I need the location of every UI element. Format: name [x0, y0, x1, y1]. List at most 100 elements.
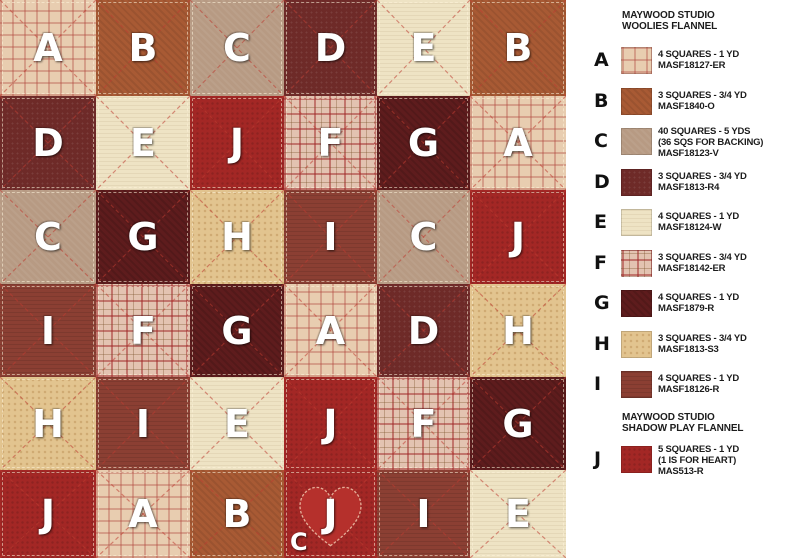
quilt-block-f: F	[96, 284, 190, 377]
legend-description-line: 4 SQUARES - 1 YD	[658, 292, 802, 303]
block-letter: D	[284, 0, 377, 96]
fabric-swatch	[621, 371, 652, 398]
quilt-block-b: B	[96, 0, 190, 96]
quilt-block-e: E	[190, 377, 284, 470]
block-letter: J	[284, 377, 377, 470]
legend-description-line: MASF18123-V	[658, 148, 802, 159]
quilt-block-h: H	[0, 377, 96, 470]
legend-heading-line: SHADOW PLAY FLANNEL	[622, 423, 743, 434]
block-letter: E	[96, 96, 190, 190]
fabric-swatch	[621, 290, 652, 317]
fabric-swatch	[621, 128, 652, 155]
fabric-swatch	[621, 47, 652, 74]
legend-row-c: C 40 SQUARES - 5 YDS(36 SQS FOR BACKING)M…	[590, 126, 802, 158]
legend-description-line: 3 SQUARES - 3/4 YD	[658, 90, 802, 101]
fabric-swatch	[621, 169, 652, 196]
quilt-block-g: G	[470, 377, 566, 470]
block-letter: F	[377, 377, 470, 470]
legend-letter: I	[594, 373, 616, 395]
quilt-block-b: B	[470, 0, 566, 96]
quilt-block-h: H	[190, 190, 284, 284]
quilt-block-a: A	[284, 284, 377, 377]
quilt-block-i: I	[284, 190, 377, 284]
quilt-block-c: C	[377, 190, 470, 284]
quilt-block-j: J	[0, 470, 96, 558]
block-letter: D	[377, 284, 470, 377]
legend-description-line: MASF1840-O	[658, 101, 802, 112]
block-letter: I	[96, 377, 190, 470]
legend-row-f: F 3 SQUARES - 3/4 YDMASF18142-ER	[590, 248, 802, 280]
legend-description-line: MASF1879-R	[658, 303, 802, 314]
block-letter: G	[190, 284, 284, 377]
block-letter: E	[470, 470, 566, 558]
block-letter: C	[377, 190, 470, 284]
quilt-block-g: G	[96, 190, 190, 284]
quilt-block-a: A	[470, 96, 566, 190]
legend-heading-woolies: MAYWOOD STUDIO WOOLIES FLANNEL	[622, 10, 717, 32]
quilt-block-b: B	[190, 470, 284, 558]
block-letter: A	[284, 284, 377, 377]
legend-letter: C	[594, 130, 616, 152]
block-letter: H	[190, 190, 284, 284]
legend-description: 40 SQUARES - 5 YDS(36 SQS FOR BACKING)MA…	[658, 126, 802, 159]
quilt-block-e: E	[377, 0, 470, 96]
legend-letter: D	[594, 171, 616, 193]
quilt-block-a: A	[96, 470, 190, 558]
quilt-block-g: G	[377, 96, 470, 190]
legend-description-line: MASF1813-S3	[658, 344, 802, 355]
quilt-block-i: I	[96, 377, 190, 470]
block-letter: I	[284, 190, 377, 284]
block-letter: A	[470, 96, 566, 190]
legend-description-line: (1 IS FOR HEART)	[658, 455, 802, 466]
block-letter: J	[190, 96, 284, 190]
fabric-swatch	[621, 446, 652, 473]
legend-heading-line: MAYWOOD STUDIO	[622, 412, 743, 423]
block-letter: G	[377, 96, 470, 190]
legend-letter: B	[594, 90, 616, 112]
legend-description-line: MASF18124-W	[658, 222, 802, 233]
block-letter: F	[284, 96, 377, 190]
legend-description: 5 SQUARES - 1 YD(1 IS FOR HEART)MAS513-R	[658, 444, 802, 477]
block-letter: B	[96, 0, 190, 96]
quilt-block-i: I	[377, 470, 470, 558]
legend-description-line: 3 SQUARES - 3/4 YD	[658, 171, 802, 182]
legend-description-line: MAS513-R	[658, 466, 802, 477]
legend-description-line: 40 SQUARES - 5 YDS	[658, 126, 802, 137]
block-letter: G	[470, 377, 566, 470]
fabric-swatch	[621, 331, 652, 358]
block-letter: J	[0, 470, 96, 558]
quilt-block-d: D	[0, 96, 96, 190]
fabric-swatch	[621, 209, 652, 236]
block-letter: C	[190, 0, 284, 96]
legend-letter: G	[594, 292, 616, 314]
legend-description-line: 3 SQUARES - 3/4 YD	[658, 333, 802, 344]
quilt-block-f: F	[377, 377, 470, 470]
corner-label: C	[290, 528, 308, 556]
legend-description-line: MASF18127-ER	[658, 60, 802, 71]
legend-description-line: (36 SQS FOR BACKING)	[658, 137, 802, 148]
block-letter: B	[470, 0, 566, 96]
legend-description-line: 4 SQUARES - 1 YD	[658, 373, 802, 384]
quilt-block-e: E	[96, 96, 190, 190]
quilt-block-d: D	[284, 0, 377, 96]
legend-description: 3 SQUARES - 3/4 YDMASF1813-R4	[658, 171, 802, 193]
quilt-block-a: A	[0, 0, 96, 96]
block-letter: I	[377, 470, 470, 558]
legend-description-line: MASF1813-R4	[658, 182, 802, 193]
block-letter: D	[0, 96, 96, 190]
legend-row-g: G 4 SQUARES - 1 YDMASF1879-R	[590, 288, 802, 320]
block-letter: H	[470, 284, 566, 377]
quilt-block-c: C	[190, 0, 284, 96]
fabric-swatch	[621, 250, 652, 277]
legend-letter: F	[594, 252, 616, 274]
